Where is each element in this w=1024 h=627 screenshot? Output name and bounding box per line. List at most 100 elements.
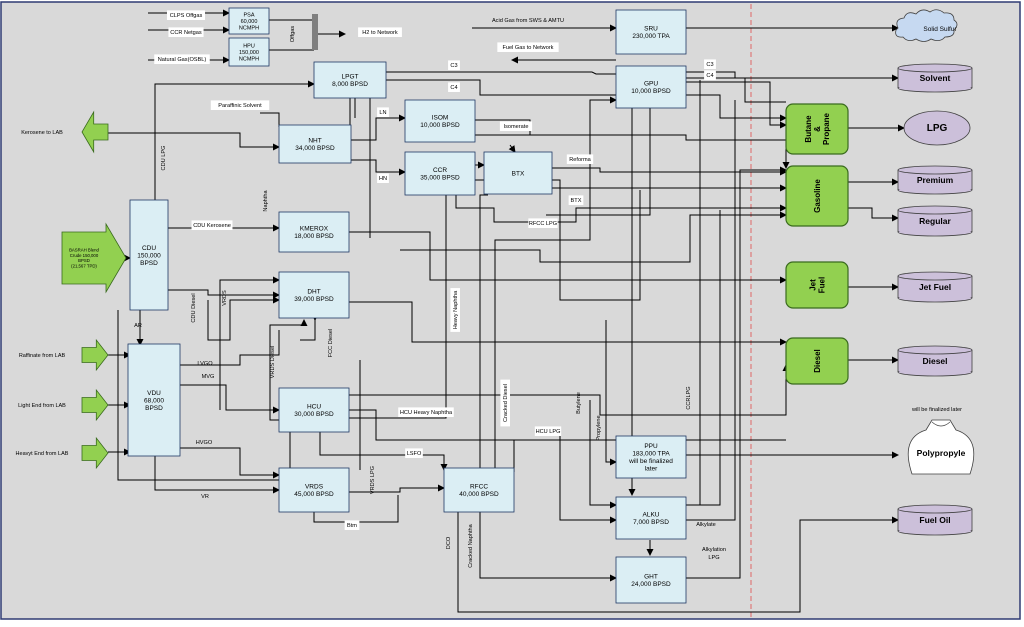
stream-dco-label: DCO [446,536,452,549]
flow-reformate [552,167,787,176]
stream-ccr-netgas-label: CCR Netgas [170,30,202,36]
stream-hcu-heavy-naphtha: HCU Heavy Naphtha [398,407,454,417]
flow-cdu-naphtha [130,132,280,151]
product-fuel-oil[interactable]: Fuel Oil [897,504,973,536]
product-regular[interactable]: Regular [897,205,973,237]
stream-acid-gas-label: Acid Gas from SWS & AMTU [492,18,564,24]
product-solvent[interactable]: Solvent [897,63,973,93]
stream-lvgo-label: LVGO [197,361,213,367]
sulfur-cloud [895,9,958,42]
stream-c4-gpu-label: C4 [706,73,713,79]
tank-top [897,63,973,73]
pool-jet-fuel[interactable]: JetFuel [785,261,849,309]
stream-lsfo: LSFO [405,448,423,458]
stream-natural-gas-label: Natural Gas(OSBL) [158,57,207,63]
stream-lsfo-bg [405,448,423,458]
stream-reformate-label: Reforma [569,157,591,163]
flow-hcu-lpg [559,430,617,524]
flow-hvgo [180,447,280,479]
unit-isom-box [404,99,476,143]
flow-dht-diesel [349,301,787,346]
flow-vrds-dht [207,296,280,341]
stream-vrds-diesel-label: VRDS Diesel [270,346,276,379]
product-solid-sulfur[interactable]: Solid Sulfur [895,9,958,42]
flow-ght-gasoline [686,166,787,579]
input-raffinate[interactable]: Raffinate from LAB [19,338,109,372]
stream-acid-gas: Acid Gas from SWS & AMTU [492,18,564,24]
unit-ccr-box [404,151,476,196]
stream-propylene-label: Propylene [596,415,602,440]
pool-butane-propane[interactable]: Butane&Propane [785,103,849,155]
stream-c3-gpu: C3 [704,59,716,69]
pool-diesel-box [785,337,849,385]
stream-vrds-label: VRDS [222,290,228,306]
input-heavy-end[interactable]: Heavyt End from LAB [16,436,109,470]
product-jet-fuel-product[interactable]: Jet Fuel [897,271,973,303]
stream-rfcc-lpg-bg [528,218,558,228]
stream-mvg: MVG [202,374,215,380]
product-diesel-product[interactable]: Diesel [897,345,973,377]
flow-hcu-heavy-naphtha [349,170,447,419]
crude-arrow [61,222,127,294]
product-fuel-oil-label: Fuel Oil [919,515,950,525]
unit-hcu-box [278,387,350,433]
stream-isomerate-bg [499,121,533,131]
input-kerosene-to-lab[interactable]: Kerosene to LAB [21,110,109,154]
stream-h2-network-bg [358,27,402,37]
stream-btx-stream: BTX [568,195,584,205]
product-lpg[interactable]: LPG [903,110,971,146]
stream-c4-top-label: C4 [450,85,457,91]
external-inputs: Kerosene to LAB Raffinate from LAB Light E… [16,110,127,470]
flow-cdu-lpg [154,80,315,200]
flow-hn [350,159,406,176]
flow-rfcc-lpg [494,96,617,470]
polypropylene-bag [907,419,975,475]
input-light-end[interactable]: Light End from LAB [18,388,109,422]
tank-fill [898,69,972,87]
product-premium[interactable]: Premium [897,165,973,195]
product-lpg-label: LPG [927,123,948,134]
flow-lsfo [319,432,448,471]
flow-alkylation-lpg [686,100,736,521]
pool-gasoline-label: Gasoline [813,179,822,213]
tank-sides [897,350,973,372]
tank-fill [898,510,972,530]
product-polypropylene[interactable]: Polypropyle [907,419,975,475]
pool-gasoline[interactable]: Gasoline [785,165,849,227]
stream-c4-gpu: C4 [704,70,716,80]
pool-jet-fuel-label: JetFuel [809,277,827,293]
raffinate-arrow [81,338,109,372]
pool-diesel[interactable]: Diesel [785,337,849,385]
stream-ar-label: AR [134,323,142,329]
unit-btx[interactable]: BTX [483,151,553,195]
stream-ccr-netgas: CCR Netgas [168,27,204,37]
flow-rfcc-lpg-line [455,195,787,223]
stream-naphtha: Naphtha [263,190,269,212]
